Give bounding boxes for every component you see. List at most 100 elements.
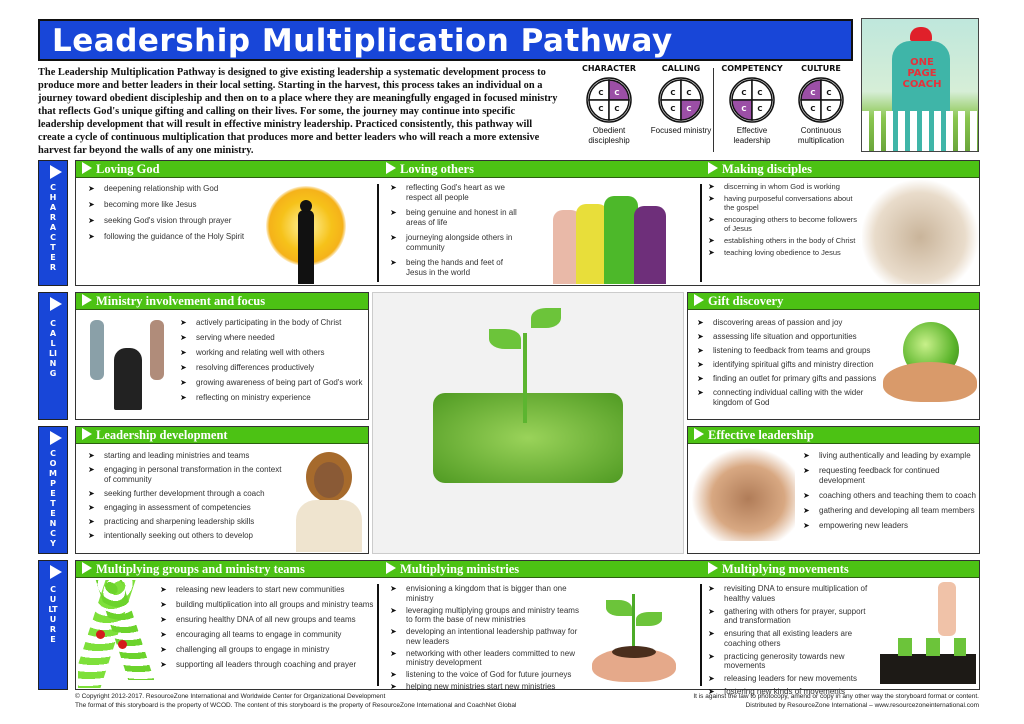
character-header-bar <box>76 161 979 178</box>
column-divider <box>700 584 702 686</box>
loving-others-list: reflecting God's heart as we respect all… <box>390 183 520 283</box>
seedling-in-hands-image <box>588 588 680 686</box>
list-item: following the guidance of the Holy Spiri… <box>88 232 258 242</box>
tab-label: COMPETENCY <box>49 449 57 548</box>
play-arrow-icon <box>708 562 718 574</box>
copyright-text: © Copyright 2012-2017. ResourceZone Inte… <box>75 693 386 700</box>
list-item: growing awareness of being part of God's… <box>180 378 368 388</box>
list-item: working and relating well with others <box>180 348 368 358</box>
c-letter: C <box>757 89 762 97</box>
column-divider <box>700 184 702 282</box>
list-item: challenging all groups to engage in mini… <box>160 645 374 655</box>
list-item: envisioning a kingdom that is bigger tha… <box>390 584 586 603</box>
list-item: resolving differences productively <box>180 363 368 373</box>
list-item: becoming more like Jesus <box>88 200 258 210</box>
list-item: discerning in whom God is working <box>708 182 858 191</box>
circle-heading: CALLING <box>661 64 701 73</box>
tab-culture: CULTURE <box>38 560 68 690</box>
play-arrow-icon <box>708 162 718 174</box>
culture-header-bar <box>76 561 979 578</box>
list-item: gathering and developing all team member… <box>803 506 977 516</box>
play-arrow-icon <box>50 565 62 579</box>
format-ownership-text: The format of this storyboard is the pro… <box>75 702 517 709</box>
footer-copyright: © Copyright 2012-2017. ResourceZone Inte… <box>75 692 516 710</box>
list-item: finding an outlet for primary gifts and … <box>697 374 877 384</box>
tab-label: CALLING <box>48 319 58 378</box>
tab-character: CHARACTER <box>38 160 68 286</box>
circle-caption: Effective leadership <box>733 126 771 145</box>
circle-heading: CULTURE <box>801 64 841 73</box>
puzzle-sprout-image <box>372 292 684 554</box>
leadership-development-list: starting and leading ministries and team… <box>88 451 288 545</box>
c-letter: C <box>826 105 831 113</box>
list-item: practicing and sharpening leadership ski… <box>88 517 288 527</box>
smiling-woman-image <box>292 452 366 552</box>
list-item: leveraging multiplying groups and minist… <box>390 606 586 625</box>
list-item: encouraging all teams to engage in commu… <box>160 630 374 640</box>
list-item: helping new ministries start new ministr… <box>390 682 586 692</box>
tab-competency: COMPETENCY <box>38 426 68 554</box>
c-letter: C <box>670 105 675 113</box>
section-title-effective-leadership: Effective leadership <box>688 427 979 444</box>
praising-silhouette-image <box>262 180 350 284</box>
list-item: revisiting DNA to ensure multiplication … <box>708 584 876 603</box>
list-item: empowering new leaders <box>803 521 977 531</box>
c-letter: C <box>810 89 815 97</box>
circle-caption: Obedient discipleship <box>588 126 630 145</box>
list-item: having purposeful conversations about th… <box>708 194 858 212</box>
circle-caption: Continuous multiplication <box>797 126 845 145</box>
list-item: intentionally seeking out others to deve… <box>88 531 288 541</box>
stacked-hands-image <box>691 447 795 541</box>
play-arrow-icon <box>82 162 92 174</box>
tab-label: CULTURE <box>48 585 58 644</box>
circle-caption: Focused ministry <box>650 126 712 135</box>
column-divider <box>377 184 379 282</box>
c-letter: C <box>614 105 619 113</box>
play-arrow-icon <box>82 294 92 306</box>
multiplying-movements-list: revisiting DNA to ensure multiplication … <box>708 584 876 700</box>
globe-in-hands-image <box>883 322 977 406</box>
play-arrow-icon <box>82 428 92 440</box>
column-divider <box>377 584 379 686</box>
circle-heading: COMPETENCY <box>721 64 783 73</box>
tab-calling: CALLING <box>38 292 68 420</box>
list-item: coaching others and teaching them to coa… <box>803 491 977 501</box>
list-item: networking with other leaders committed … <box>390 649 586 668</box>
c-letter: C <box>757 105 762 113</box>
list-item: being the hands and feet of Jesus in the… <box>390 258 520 277</box>
section-title-gift-discovery: Gift discovery <box>688 293 979 310</box>
friends-group-image <box>548 182 670 284</box>
divider <box>713 68 714 152</box>
play-arrow-icon <box>386 162 396 174</box>
list-item: identifying spiritual gifts and ministry… <box>697 360 877 370</box>
play-arrow-icon <box>82 562 92 574</box>
play-arrow-icon <box>694 294 704 306</box>
list-item: requesting feedback for continued develo… <box>803 466 977 485</box>
section-title-making-disciples: Making disciples <box>702 161 812 178</box>
page-title: Leadership Multiplication Pathway <box>38 19 853 61</box>
intro-paragraph: The Leadership Multiplication Pathway is… <box>38 67 558 156</box>
section-title-multiplying-groups: Multiplying groups and ministry teams <box>76 561 305 578</box>
list-item: teaching loving obedience to Jesus <box>708 248 858 257</box>
legal-notice-text: It is against the law to photocopy, amen… <box>693 693 979 700</box>
list-item: starting and leading ministries and team… <box>88 451 288 461</box>
list-item: building multiplication into all groups … <box>160 600 374 610</box>
multiplying-ministries-list: envisioning a kingdom that is bigger tha… <box>390 584 586 694</box>
list-item: seeking God's vision through prayer <box>88 216 258 226</box>
section-title-leadership-development: Leadership development <box>76 427 368 444</box>
list-item: discovering areas of passion and joy <box>697 318 877 328</box>
making-disciples-list: discerning in whom God is working having … <box>708 182 858 260</box>
play-arrow-icon <box>386 562 396 574</box>
c-letter: C <box>826 89 831 97</box>
list-item: assessing life situation and opportuniti… <box>697 332 877 342</box>
list-item: listening to the voice of God for future… <box>390 670 586 680</box>
list-item: gathering with others for prayer, suppor… <box>708 607 876 626</box>
list-item: being genuine and honest in all areas of… <box>390 208 520 227</box>
effective-leadership-list: living authentically and leading by exam… <box>803 451 977 536</box>
